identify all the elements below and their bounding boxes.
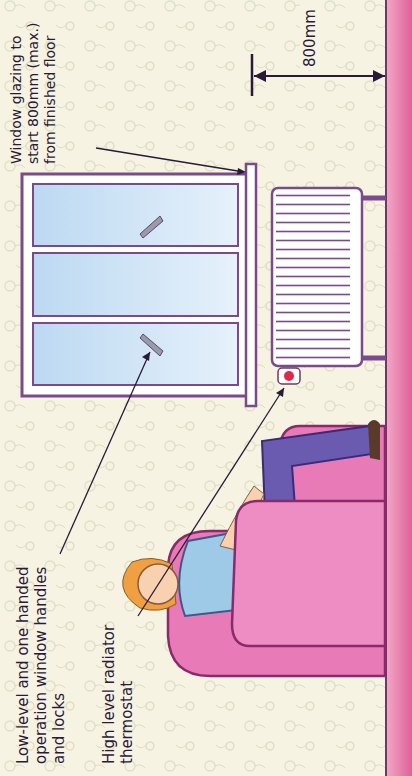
callout-text: High level radiator thermostat — [100, 614, 136, 764]
callout-text: Window glazing to start 800mm (max.) fro… — [8, 4, 58, 164]
dimension-label: 800mm — [300, 2, 320, 70]
callout-text: Low-level and one handed operation windo… — [14, 549, 68, 764]
